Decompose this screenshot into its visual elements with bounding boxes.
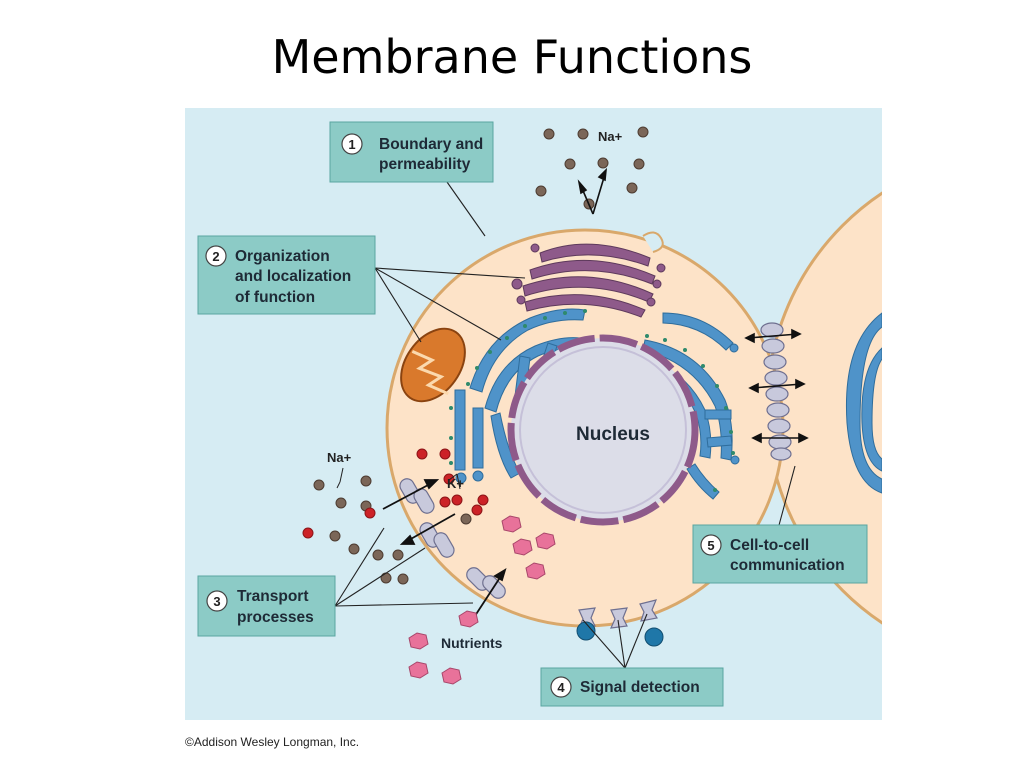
- callout-2-number: 2: [212, 249, 219, 264]
- na-ions-top: [535, 126, 649, 210]
- k-ions: [302, 448, 489, 539]
- callout-1-number: 1: [348, 137, 355, 152]
- callout-5-line1: Cell-to-cell: [730, 537, 809, 554]
- nuclear-envelope-inner: [519, 346, 687, 514]
- ribosomes: [449, 309, 735, 492]
- callout-2: 2 Organization and localization of funct…: [197, 235, 376, 315]
- membrane-vesicle: [642, 231, 664, 253]
- membrane-diagram: Nucleus: [185, 108, 882, 720]
- callout-4-line1: Signal detection: [580, 679, 700, 696]
- slide-title: Membrane Functions: [271, 30, 753, 84]
- na-ion-label-left: Na+: [327, 450, 352, 465]
- callout-3-number: 3: [213, 594, 220, 609]
- callout-2-line1: Organization: [235, 248, 330, 265]
- membrane-receptors: [578, 599, 658, 629]
- nucleus-label: Nucleus: [576, 424, 650, 445]
- callout-5: 5 Cell-to-cell communication: [692, 524, 868, 584]
- ion-pointers: [336, 467, 461, 490]
- callout-2-line3: of function: [235, 289, 315, 306]
- callout-5-number: 5: [707, 538, 714, 553]
- callout-4-number: 4: [557, 680, 565, 695]
- leader-lines: [334, 181, 796, 669]
- callout-1-line1: Boundary and: [379, 136, 483, 153]
- callout-2-line2: and localization: [235, 268, 351, 285]
- signal-molecules: [576, 621, 664, 647]
- callout-5-line2: communication: [730, 557, 845, 574]
- transport-proteins: [399, 478, 506, 599]
- na-ions-left: [313, 475, 472, 585]
- callout-1-line2: permeability: [379, 156, 471, 173]
- transport-arrows: [382, 479, 507, 623]
- callout-4: 4 Signal detection: [540, 667, 724, 707]
- copyright-credit: ©Addison Wesley Longman, Inc.: [185, 735, 360, 749]
- callout-3-line1: Transport: [237, 588, 308, 605]
- mitochondrion: [400, 327, 466, 403]
- callout-3: 3 Transport processes: [197, 575, 336, 637]
- callout-1: 1 Boundary and permeability: [329, 121, 494, 183]
- neighbor-er: [845, 312, 882, 494]
- na-ion-label-top: Na+: [598, 129, 623, 144]
- golgi-apparatus: [511, 243, 666, 318]
- junction-arrows: [744, 328, 809, 444]
- nutrients-label: Nutrients: [441, 635, 503, 651]
- nucleus: [507, 334, 699, 526]
- k-ion-label: K+: [447, 476, 464, 491]
- callout-3-line2: processes: [237, 609, 314, 626]
- nutrients: [408, 515, 556, 685]
- boundary-arrows: [577, 167, 608, 215]
